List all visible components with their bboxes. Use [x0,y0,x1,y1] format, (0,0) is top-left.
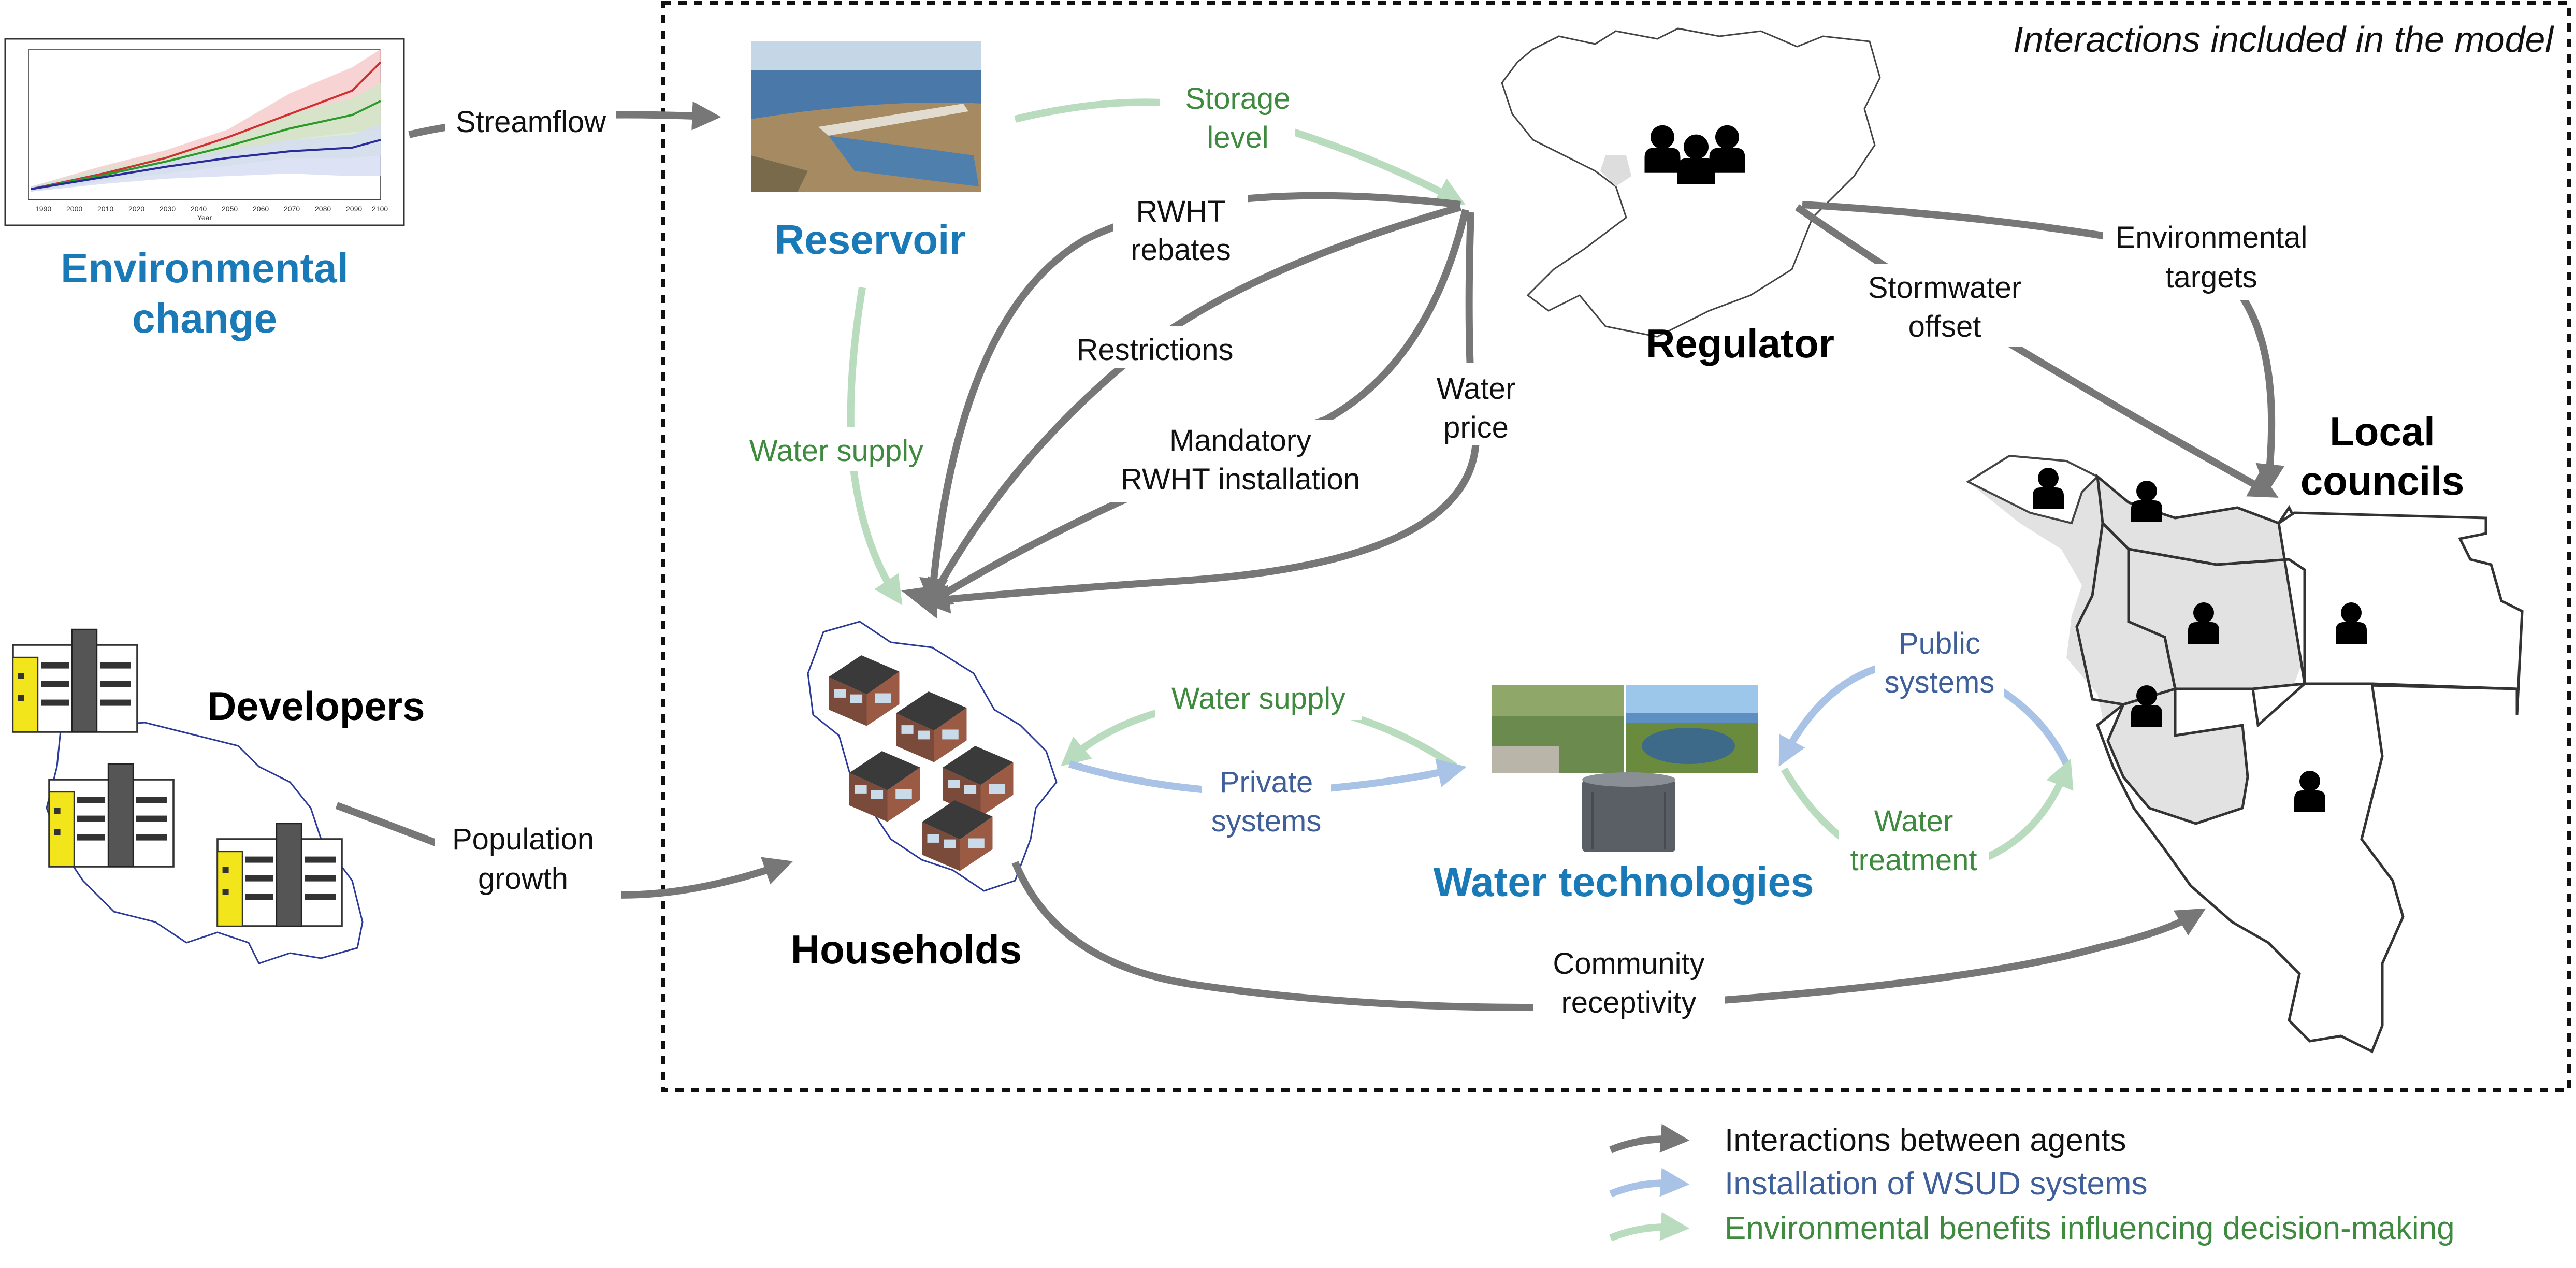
environmental-change-chart: 1990 2000 2010 2020 2030 2040 2050 2060 … [4,38,405,226]
regulator-label: Regulator [1646,321,1834,366]
chart-x-label: Year [197,213,212,222]
water-technologies-label: Water technologies [1434,859,1814,905]
legend-label-benefits: Environmental benefits influencing decis… [1725,1211,2455,1246]
households-arrow-hub [901,585,937,619]
environmental-change-label-2: change [132,295,277,341]
households-label: Households [791,927,1022,972]
chart-tick-2010: 2010 [97,205,113,213]
water-price-label-2: price [1443,411,1509,444]
storage-level-label-1: Storage [1185,82,1290,116]
water-supply-reservoir-label: Water supply [749,434,923,468]
chart-tick-2070: 2070 [284,205,300,213]
chart-tick-2020: 2020 [128,205,144,213]
chart-tick-2080: 2080 [315,205,331,213]
chart-tick-2000: 2000 [66,205,82,213]
public-systems-label-1: Public [1899,627,1980,660]
chart-tick-2090: 2090 [346,205,362,213]
mandatory-rwht-label-1: Mandatory [1169,424,1311,457]
chart-tick-2040: 2040 [191,205,207,213]
water-treatment-label-1: Water [1874,804,1953,838]
legend-label-agents: Interactions between agents [1725,1122,2126,1158]
apartment-buildings [12,628,343,927]
water-price-label-1: Water [1437,372,1516,406]
private-systems-label-1: Private [1220,766,1313,799]
environmental-change-label-1: Environmental [61,245,349,291]
chart-tick-2100: 2100 [372,205,388,213]
local-councils-label-1: Local [2329,409,2435,454]
legend-green-arrow [1609,1212,1690,1242]
rwht-rebates-label-1: RWHT [1136,195,1226,228]
legend-blue-arrow [1609,1168,1690,1198]
developers-label: Developers [207,683,425,729]
legend-label-wsud: Installation of WSUD systems [1725,1166,2148,1202]
water-supply-tech-label: Water supply [1171,682,1345,715]
local-councils-map [1965,454,2524,1054]
private-systems-label-2: systems [1211,804,1322,838]
rwht-rebates-label-2: rebates [1131,233,1231,267]
developers-map [46,714,364,964]
streamflow-label: Streamflow [456,105,606,139]
chart-tick-2060: 2060 [253,205,269,213]
chart-tick-1990: 1990 [35,205,51,213]
model-title: Interactions included in the model [2013,19,2554,60]
environmental-targets-label-1: Environmental [2116,221,2308,254]
stormwater-offset-label-1: Stormwater [1868,271,2022,305]
community-receptivity-label-1: Community [1553,947,1704,981]
environmental-targets-label-2: targets [2165,261,2257,294]
reservoir-label: Reservoir [774,217,965,263]
storage-level-label-2: level [1207,121,1268,154]
local-councils-label-2: councils [2300,458,2464,503]
chart-tick-2050: 2050 [222,205,238,213]
stormwater-offset-label-2: offset [1908,310,1981,343]
water-price-arrow [920,212,1480,614]
water-treatment-label-2: treatment [1850,843,1977,877]
mandatory-rwht-label-2: RWHT installation [1121,463,1360,496]
rwht-rebates-arrow [919,192,1461,608]
restrictions-label: Restrictions [1077,333,1234,367]
reservoir-photo [751,41,981,192]
legend: Interactions between agents Installation… [1609,1122,2455,1246]
wsud-photos [1492,685,1758,852]
population-growth-label-2: growth [478,862,568,896]
community-receptivity-label-2: receptivity [1561,986,1696,1019]
legend-gray-arrow [1609,1123,1690,1154]
chart-tick-2030: 2030 [160,205,176,213]
population-growth-label-1: Population [452,823,594,856]
public-systems-label-2: systems [1885,666,1995,699]
model-boundary [661,1,2571,1092]
regulator-map-highlight [1600,155,1631,186]
